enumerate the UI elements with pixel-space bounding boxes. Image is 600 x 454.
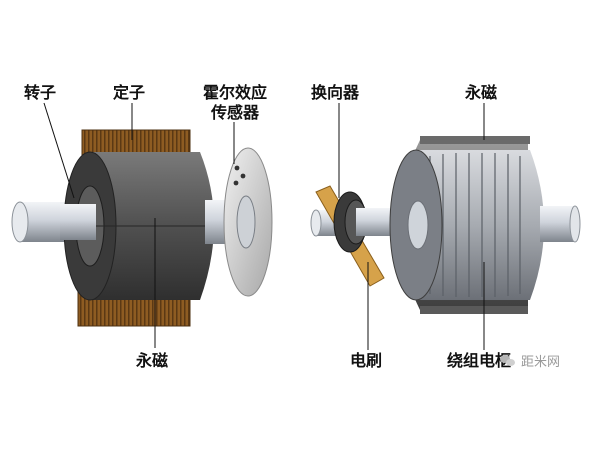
label-hall-sensor-line2: 传感器: [210, 103, 259, 122]
shell-lip-top: [420, 136, 530, 144]
brushed-shaft-right-end: [569, 205, 581, 243]
brushed-motor: [310, 103, 581, 350]
label-brush: 电刷: [350, 351, 383, 370]
label-commutator: 换向器: [311, 83, 360, 102]
bldc-shaft-end: [11, 201, 29, 243]
label-rotor: 转子: [24, 83, 57, 102]
commutator-shaft: [356, 208, 390, 236]
label-permanent-magnet-right: 永磁: [465, 83, 498, 102]
chat-bubbles-icon: [500, 354, 516, 368]
watermark: 距米网: [500, 351, 560, 370]
leader-rotor: [43, 102, 75, 199]
armature-hub: [407, 200, 429, 250]
label-permanent-magnet-left: 永磁: [136, 351, 169, 370]
label-armature: 绕组电枢: [447, 351, 512, 370]
watermark-text: 距米网: [521, 355, 561, 370]
hall-sensor-hub: [236, 195, 256, 249]
label-stator: 定子: [113, 83, 146, 102]
bldc-motor: [11, 102, 273, 348]
bldc-shaft-front: [60, 204, 96, 240]
hall-sensor-dot: [234, 165, 240, 171]
brushed-shaft-end: [310, 209, 322, 237]
shell-lip-bottom: [420, 306, 528, 314]
label-hall-sensor-line1: 霍尔效应: [202, 83, 267, 102]
hall-sensor-dot: [233, 180, 239, 186]
hall-sensor-dot: [240, 173, 246, 179]
